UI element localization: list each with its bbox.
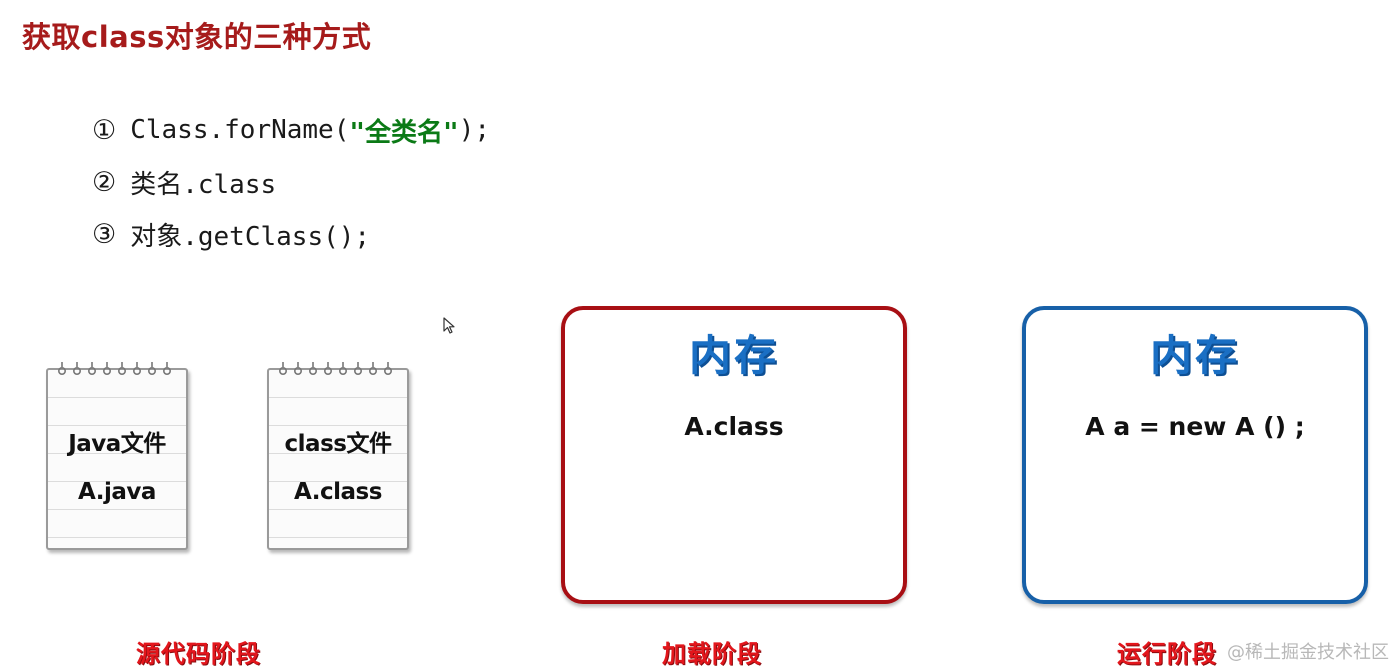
memory-box-content: A.class: [565, 412, 903, 441]
notepad-java-file: Java文件 A.java: [46, 362, 188, 548]
ways-list: ① Class.forName("全类名"); ② 类名.class ③ 对象.…: [92, 104, 490, 260]
stage-label-runtime: 运行阶段: [1117, 634, 1217, 669]
notepad-filename: A.java: [46, 479, 188, 505]
way-code-2: 类名.class: [130, 164, 276, 201]
notepad-filename: A.class: [267, 479, 409, 505]
memory-box-content: A a = new A () ;: [1026, 412, 1364, 441]
mouse-cursor-icon: [443, 317, 457, 335]
notepad-label: class文件: [267, 424, 409, 458]
memory-box-title: 内存: [565, 322, 903, 383]
stage-label-source: 源代码阶段: [136, 634, 261, 669]
notepad-class-file: class文件 A.class: [267, 362, 409, 548]
way-item-3: ③ 对象.getClass();: [92, 208, 490, 260]
notepad-paper: [267, 368, 409, 550]
way-code-3: 对象.getClass();: [130, 216, 370, 253]
notepad-paper: [46, 368, 188, 550]
notepad-label: Java文件: [46, 424, 188, 458]
watermark: @稀土掘金技术社区: [1227, 638, 1389, 664]
memory-box-title: 内存: [1026, 322, 1364, 383]
memory-box-loading: 内存 A.class: [561, 306, 907, 604]
way-code-prefix-1: Class.forName(: [130, 115, 349, 145]
way-number-1: ①: [92, 115, 116, 146]
spiral-rings-icon: [54, 362, 178, 382]
stage-label-loading: 加载阶段: [662, 634, 762, 669]
way-number-3: ③: [92, 219, 116, 250]
memory-box-runtime: 内存 A a = new A () ;: [1022, 306, 1368, 604]
way-item-2: ② 类名.class: [92, 156, 490, 208]
way-code-suffix-1: );: [459, 115, 490, 145]
way-code-string-1: "全类名": [349, 112, 458, 149]
way-item-1: ① Class.forName("全类名");: [92, 104, 490, 156]
spiral-rings-icon: [275, 362, 399, 382]
way-number-2: ②: [92, 167, 116, 198]
slide-title: 获取class对象的三种方式: [22, 14, 371, 56]
